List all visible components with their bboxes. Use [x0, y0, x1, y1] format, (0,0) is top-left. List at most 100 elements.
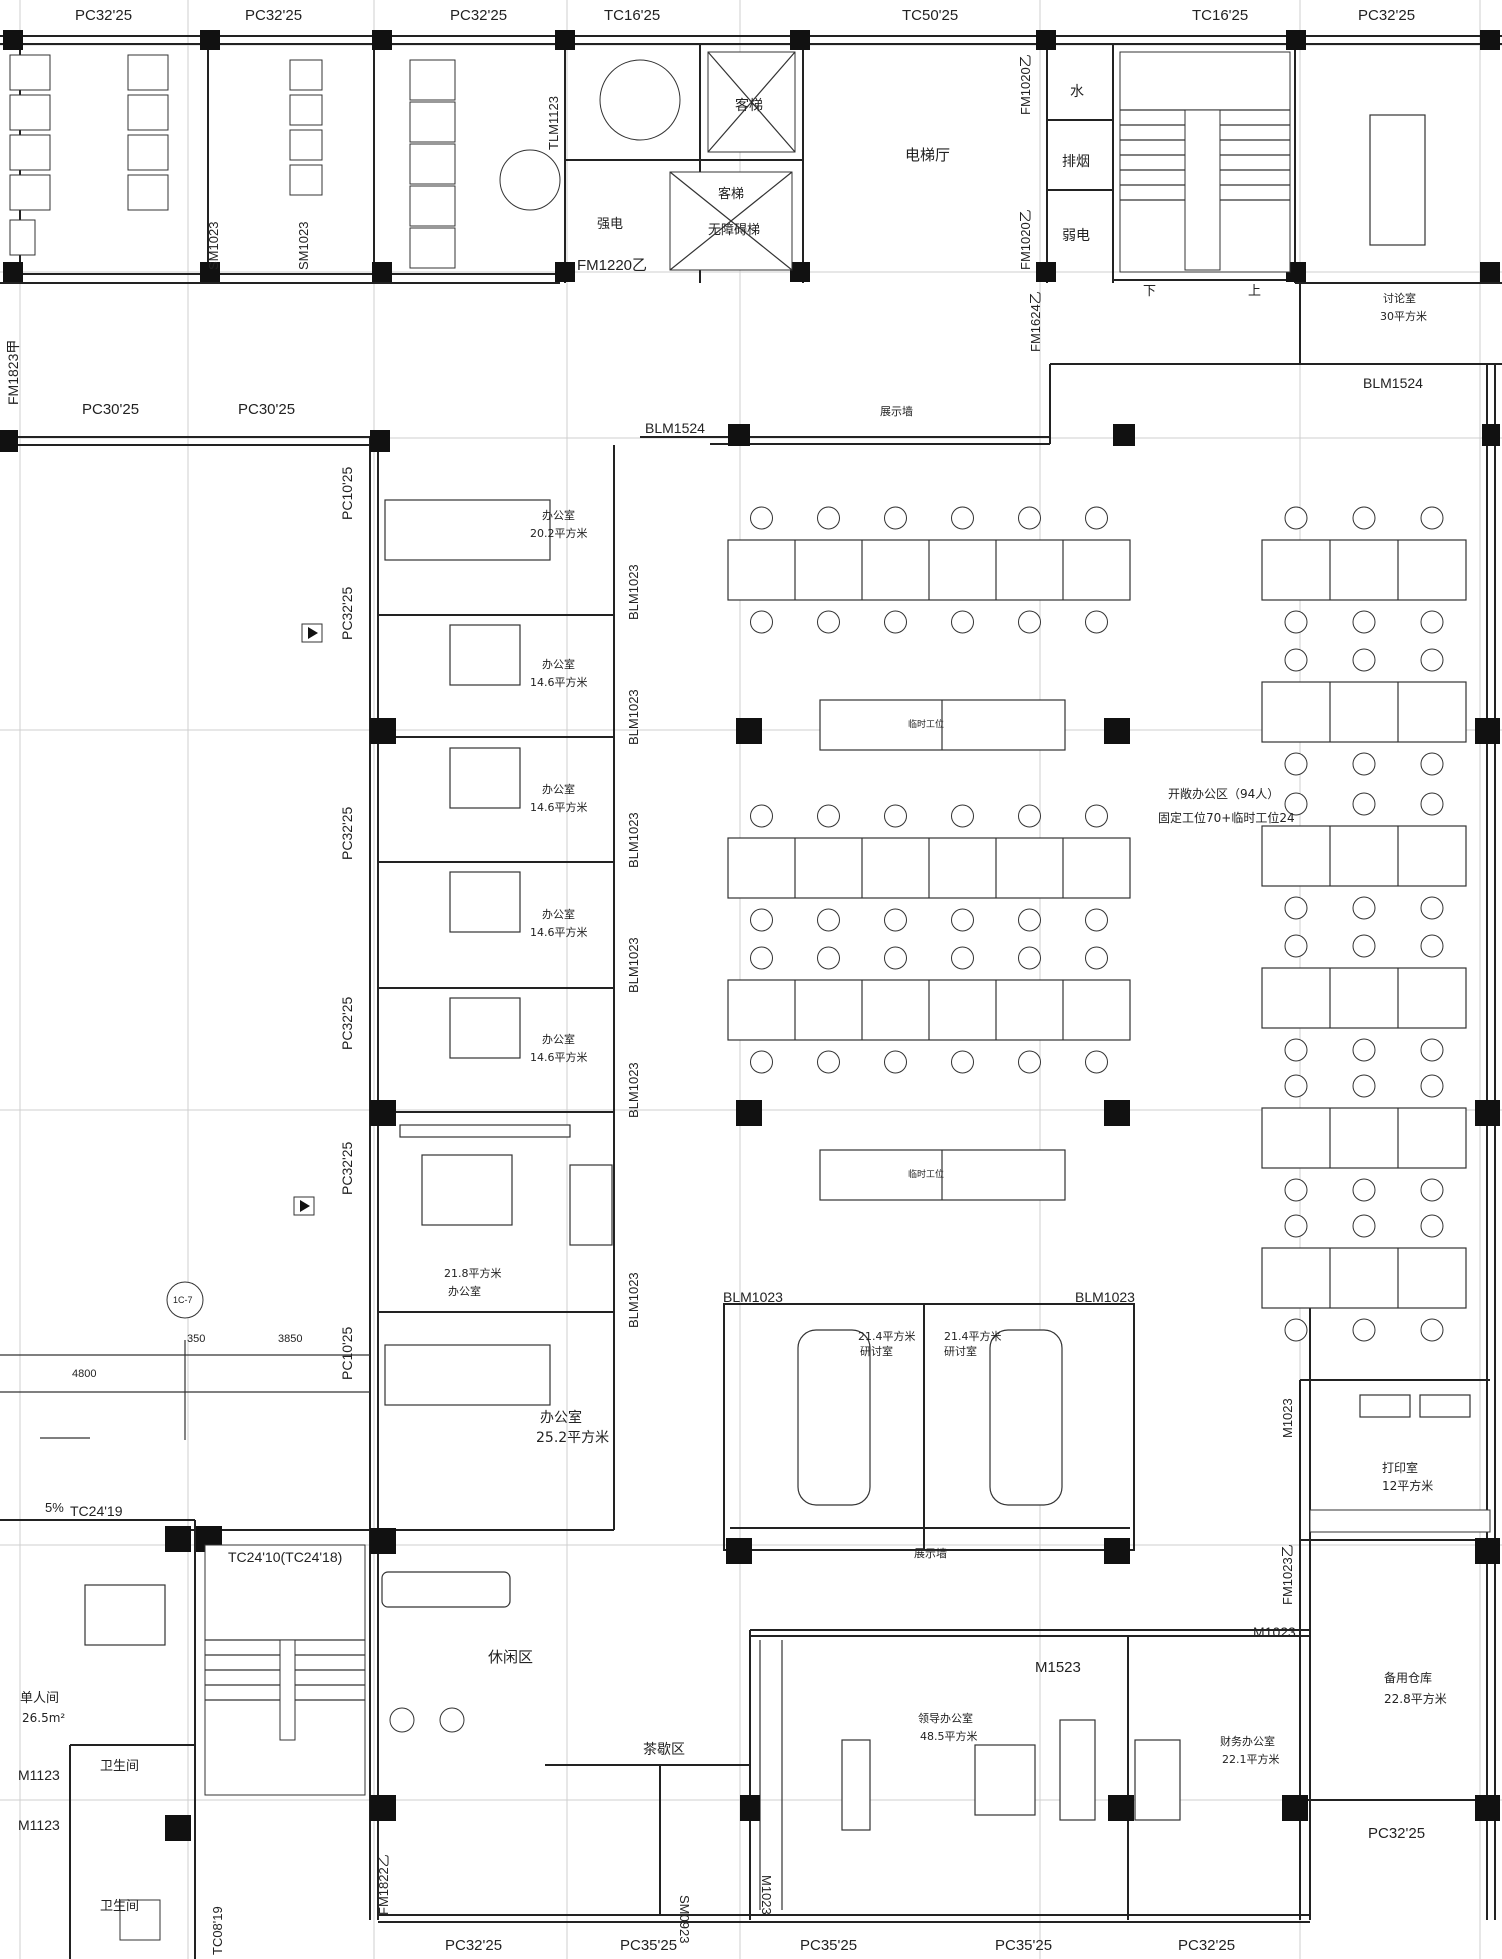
room-label: 客梯 [735, 97, 763, 114]
door-label: BLM1023 [626, 564, 641, 620]
chair [1018, 1050, 1041, 1074]
chair [1085, 908, 1108, 932]
chair [1420, 934, 1444, 958]
window-label: PC32'25 [1178, 1937, 1235, 1954]
chair [884, 1050, 907, 1074]
room-label: 打印室 [1382, 1460, 1418, 1475]
room-label: 客梯 [718, 186, 744, 202]
room-label: 25.2平方米 [536, 1430, 609, 1446]
chair [1420, 1178, 1444, 1202]
door-label: M1123 [18, 1767, 60, 1783]
workstation-row [1261, 681, 1467, 743]
elevators [669, 51, 796, 271]
chair [1284, 792, 1308, 816]
window-label: PC35'25 [620, 1937, 677, 1954]
door-label: TLM1123 [546, 96, 561, 150]
chair [1352, 648, 1376, 672]
chair [1352, 934, 1376, 958]
chair [1284, 1214, 1308, 1238]
chair [1352, 1178, 1376, 1202]
dimension-labels: 4800 350 3850 1C-7 5% 下 上 [45, 284, 1261, 1515]
room-label: 办公室 [542, 907, 575, 921]
door-label: BLM1023 [626, 937, 641, 993]
workstation-rows [727, 506, 1467, 1342]
room-label: 办公室 [542, 1032, 575, 1046]
chair [1420, 1214, 1444, 1238]
chair [817, 506, 840, 530]
window-label: PC32'25 [75, 7, 132, 24]
room-label: 14.6平方米 [530, 800, 588, 814]
room-label: 单人间 [20, 1691, 59, 1706]
axis-label: 1C-7 [173, 1295, 193, 1305]
window-label: PC32'25 [445, 1937, 502, 1954]
stair-left [204, 1544, 366, 1796]
room-label: 30平方米 [1380, 309, 1427, 323]
room-label: 办公室 [542, 782, 575, 796]
workstation-row [1261, 539, 1467, 601]
window-label: PC35'25 [800, 1937, 857, 1954]
dim-label: 4800 [72, 1368, 96, 1380]
stair-top [1119, 51, 1291, 273]
chair [1284, 1038, 1308, 1062]
meeting-tables [797, 1329, 1063, 1506]
chair [1352, 1318, 1376, 1342]
chair [1018, 946, 1041, 970]
door-label: FM1822乙 [376, 1854, 391, 1915]
door-label: FM1023乙 [1280, 1544, 1295, 1605]
lounge-furniture [381, 1571, 511, 1733]
room-label: 12平方米 [1382, 1478, 1433, 1493]
print-room-furniture [1309, 1394, 1491, 1533]
window-label: TC16'25 [604, 7, 660, 24]
chair [951, 610, 974, 634]
room-label: 无障碍梯 [708, 223, 760, 238]
workstation-row [1261, 1247, 1467, 1309]
door-label: BLM1524 [645, 420, 705, 436]
room-label: 展示墙 [880, 404, 913, 418]
temp-station-2 [819, 1149, 1066, 1201]
chair [1284, 1074, 1308, 1098]
chair [817, 610, 840, 634]
chair [750, 506, 773, 530]
slope-label: 5% [45, 1500, 64, 1515]
room-label: 26.5m² [22, 1711, 65, 1725]
window-label: PC32'25 [450, 7, 507, 24]
door-label: BLM1023 [626, 1272, 641, 1328]
chair [884, 946, 907, 970]
door-label: TC24'19 [70, 1503, 123, 1519]
door-label: BLM1524 [1363, 375, 1423, 391]
workstation-row [1261, 825, 1467, 887]
room-label: 展示墙 [914, 1546, 947, 1560]
room-label: 弱电 [1062, 228, 1090, 244]
chair [1284, 610, 1308, 634]
window-label: PC32'25 [245, 7, 302, 24]
structural-columns [0, 30, 1500, 1841]
room-label: 排烟 [1062, 154, 1090, 170]
chair [1085, 610, 1108, 634]
chair [750, 1050, 773, 1074]
window-label: PC32'25 [1368, 1825, 1425, 1842]
room-label: 固定工位70+临时工位24 [1158, 810, 1295, 825]
dim-label: 350 [187, 1333, 205, 1345]
chair [951, 946, 974, 970]
chair [817, 804, 840, 828]
chair [1018, 610, 1041, 634]
room-label: 21.8平方米 [444, 1266, 502, 1280]
door-label: FM1624乙 [1028, 291, 1043, 352]
door-label: M1523 [1035, 1659, 1081, 1676]
chair [884, 506, 907, 530]
door-label: BLM1023 [723, 1289, 783, 1305]
workstation-row [1261, 967, 1467, 1029]
window-label: PC32'25 [339, 997, 355, 1050]
chair [1420, 648, 1444, 672]
window-label: TC50'25 [902, 7, 958, 24]
room-label: 办公室 [540, 1409, 582, 1426]
room-label: 备用仓库 [1384, 1670, 1432, 1685]
room-label: 领导办公室 [918, 1711, 973, 1725]
chair [750, 946, 773, 970]
window-label: PC35'25 [995, 1937, 1052, 1954]
door-label: SM0923 [677, 1895, 692, 1943]
temp-station-1 [819, 699, 1066, 751]
window-label: PC32'25 [339, 807, 355, 860]
room-labels: 电梯厅 客梯 客梯 无障碍梯 强电 水 排烟 弱电 讨论室 30平方米 展示墙 … [20, 84, 1447, 1914]
